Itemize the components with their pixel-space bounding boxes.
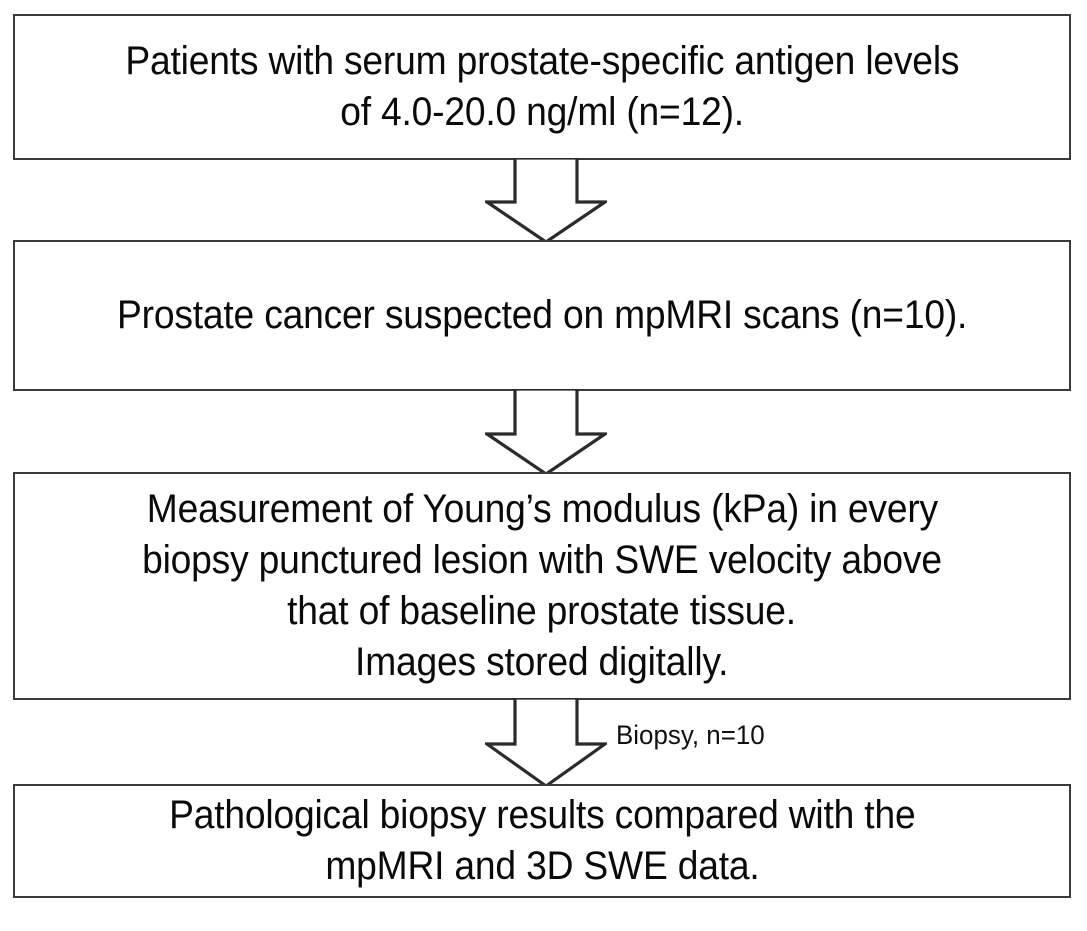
down-block-arrow-icon (485, 698, 607, 786)
edge-label-biopsy: Biopsy, n=10 (616, 720, 765, 750)
down-block-arrow-icon (485, 158, 607, 242)
node-2-line-1: Prostate cancer suspected on mpMRI scans… (116, 293, 968, 337)
down-block-arrow-icon (485, 389, 607, 474)
node-3-line-3: that of baseline prostate tissue. (287, 589, 797, 633)
mpmri-suspicion-box: Prostate cancer suspected on mpMRI scans… (13, 240, 1071, 391)
node-4-line-1: Pathological biopsy results compared wit… (168, 793, 916, 837)
node-3-line-1: Measurement of Young’s modulus (kPa) in … (146, 487, 938, 531)
node-3-line-2: biopsy punctured lesion with SWE velocit… (142, 538, 942, 582)
pathology-comparison-box: Pathological biopsy results compared wit… (13, 784, 1071, 898)
patient-inclusion-box: Patients with serum prostate-specific an… (13, 14, 1071, 160)
node-4-line-2: mpMRI and 3D SWE data. (324, 844, 760, 888)
node-1-line-2: of 4.0-20.0 ng/ml (n=12). (340, 90, 744, 134)
arrow-node1-to-node2 (485, 158, 607, 242)
node-1-line-1: Patients with serum prostate-specific an… (125, 39, 959, 83)
arrow-node3-to-node4 (485, 698, 607, 786)
swe-measurement-box: Measurement of Young’s modulus (kPa) in … (13, 472, 1071, 700)
node-3-line-4: Images stored digitally. (355, 640, 729, 684)
arrow-node2-to-node3 (485, 389, 607, 474)
